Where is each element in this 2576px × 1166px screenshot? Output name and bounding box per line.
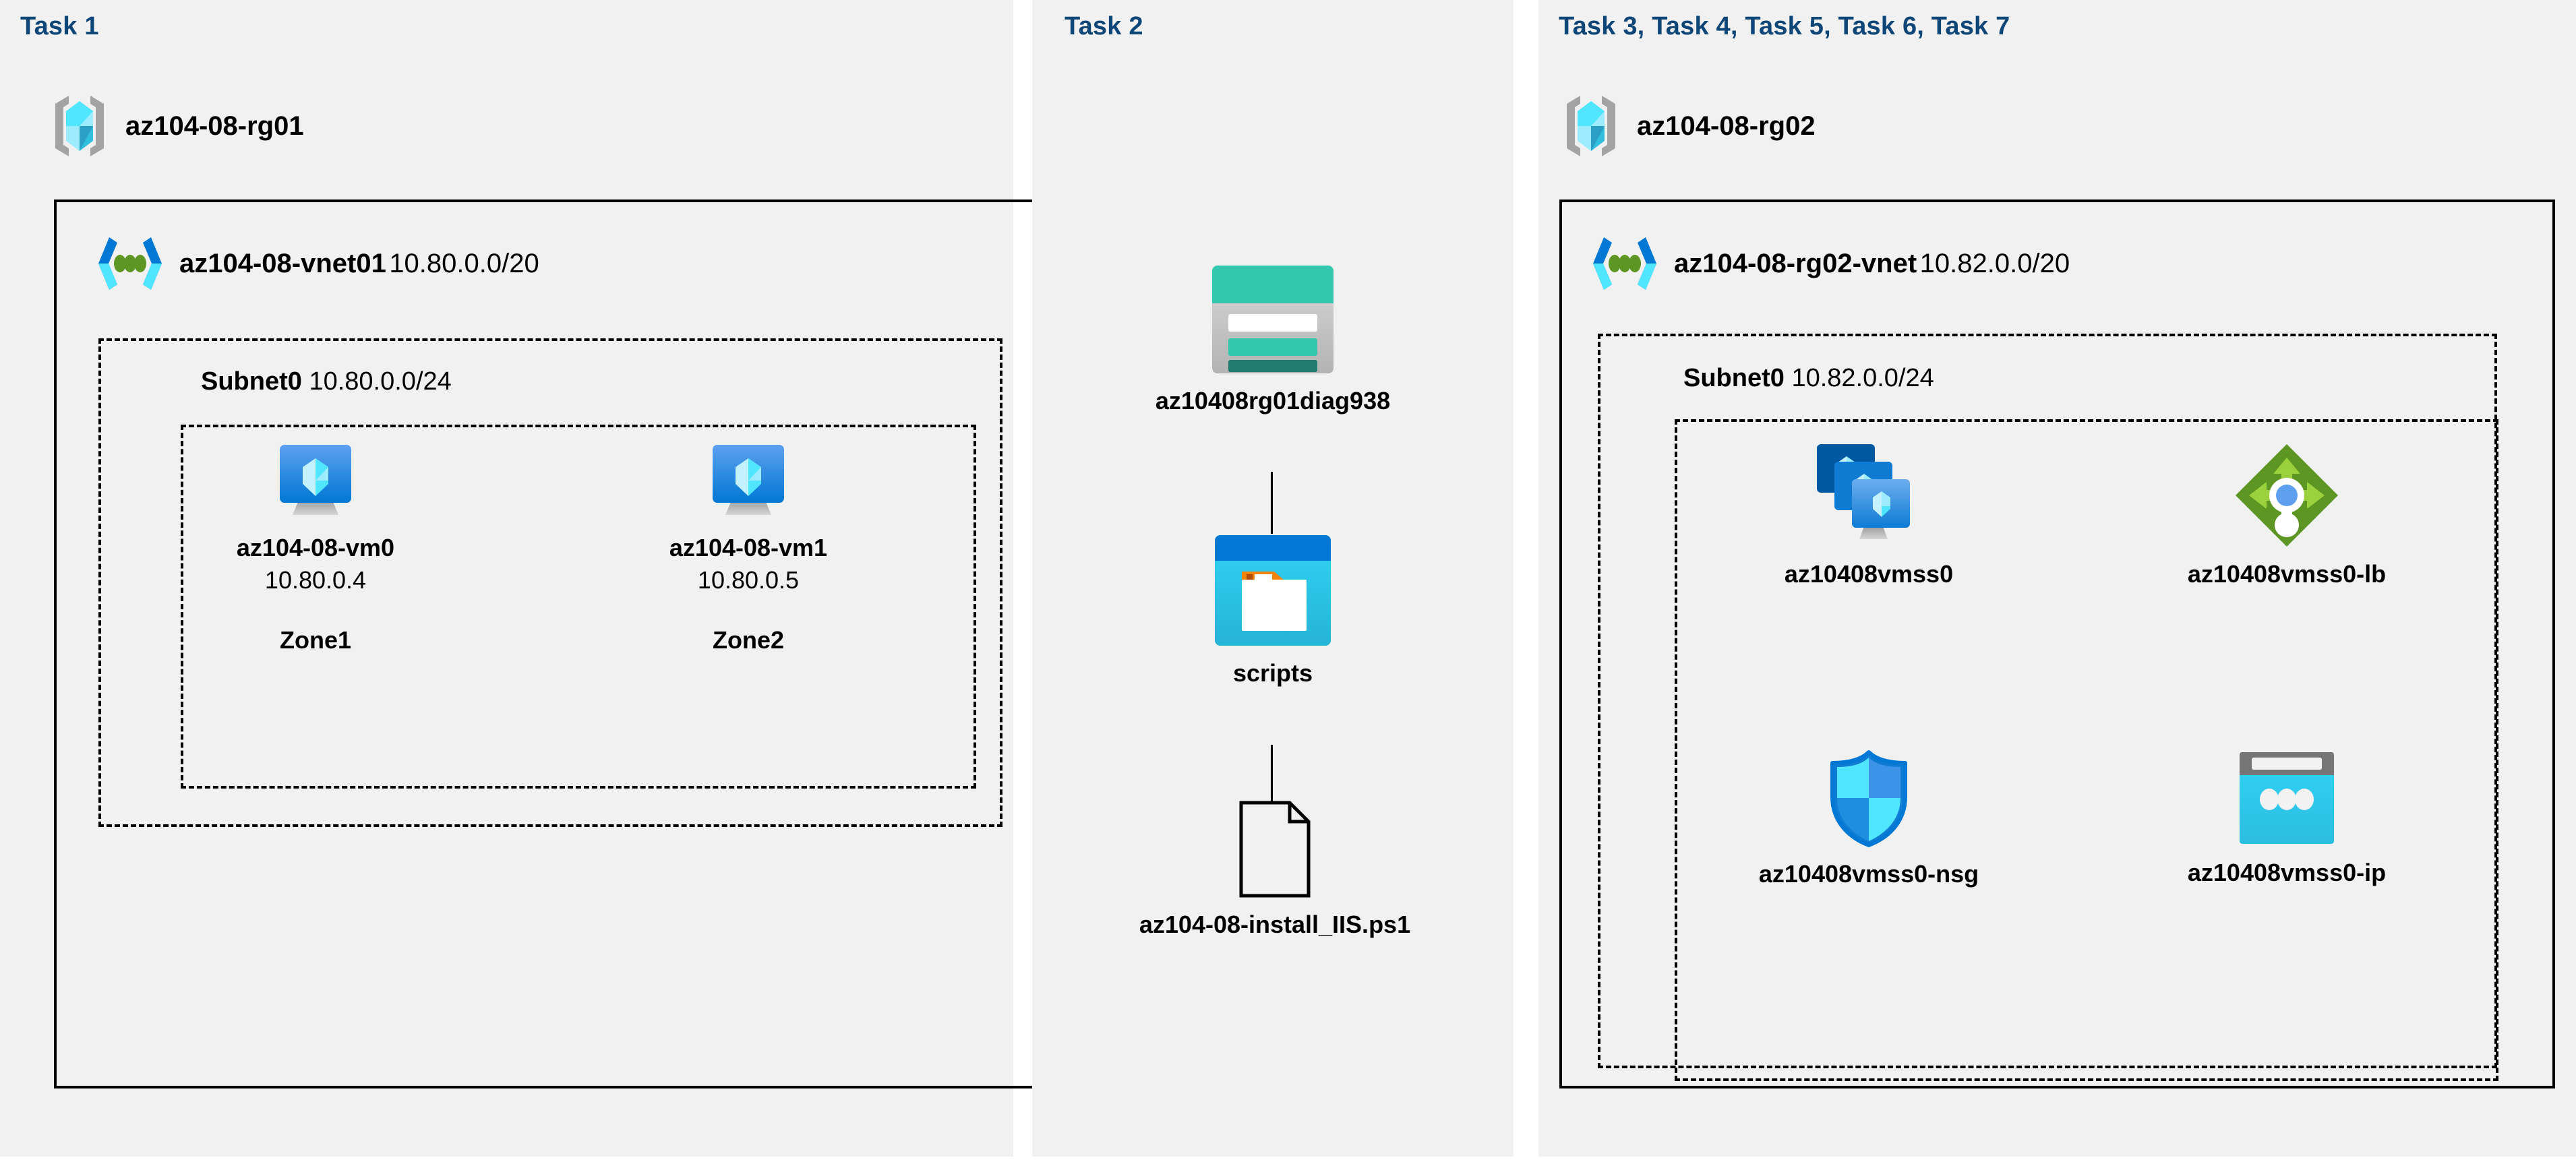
vm-name: az104-08-vm1 — [669, 534, 828, 561]
subnet-name: Subnet0 — [201, 367, 302, 396]
vnet-cidr: 10.80.0.0/20 — [389, 248, 539, 278]
task1-vm-group-box — [181, 425, 976, 789]
vm-zone: Zone2 — [712, 626, 784, 654]
vm-node-vm0[interactable]: az104-08-vm0 10.80.0.4 Zone1 — [100, 443, 531, 654]
load-balancer-icon — [2233, 441, 2341, 549]
virtual-machine-icon — [278, 443, 353, 523]
script-file-node[interactable]: az104-08-install_IIS.ps1 — [1046, 799, 1504, 939]
load-balancer-name: az10408vmss0-lb — [2187, 560, 2387, 588]
task2-label: Task 2 — [1065, 12, 1143, 40]
storage-account-icon — [1209, 263, 1336, 376]
load-balancer-node[interactable]: az10408vmss0-lb — [2105, 441, 2469, 588]
task3-7-panel: Task 3, Task 4, Task 5, Task 6, Task 7 a… — [1538, 0, 2576, 1157]
subnet0-label: Subnet0 10.80.0.0/24 — [201, 367, 452, 396]
nsg-node[interactable]: az10408vmss0-nsg — [1673, 748, 2064, 888]
vm-scale-set-icon — [1814, 441, 1923, 549]
vnet-name: az104-08-vnet01 — [179, 248, 386, 278]
public-ip-name: az10408vmss0-ip — [2187, 859, 2387, 886]
task3-7-vnet-box — [1559, 200, 2555, 1088]
blob-container-node[interactable]: scripts — [1067, 532, 1478, 687]
resource-group-name: az104-08-rg01 — [125, 111, 304, 141]
nsg-name: az10408vmss0-nsg — [1758, 860, 1979, 888]
vm-ip: 10.80.0.4 — [264, 566, 367, 594]
resource-group-icon — [1560, 93, 1622, 159]
resource-group-name: az104-08-rg02 — [1637, 111, 1816, 141]
vnet-header-rg02vnet: az104-08-rg02-vnet 10.82.0.0/20 — [1589, 235, 2070, 293]
resource-group-icon — [49, 93, 111, 159]
vnet-header-vnet01: az104-08-vnet01 10.80.0.0/20 — [94, 235, 539, 293]
connector-storage-to-container — [1271, 472, 1273, 534]
vnet-cidr: 10.82.0.0/20 — [1919, 248, 2070, 278]
virtual-network-icon — [94, 235, 166, 293]
script-file-name: az104-08-install_IIS.ps1 — [1139, 911, 1411, 938]
task2-panel: Task 2 az10408rg01diag938 — [1032, 0, 1514, 1157]
task3-7-resource-group-box — [1675, 419, 2498, 1081]
resource-group-rg02: az104-08-rg02 — [1560, 93, 1816, 159]
vm-name: az104-08-vm0 — [236, 534, 395, 561]
subnet0-label: Subnet0 10.82.0.0/24 — [1683, 364, 1934, 393]
vmss-node[interactable]: az10408vmss0 — [1707, 441, 2031, 588]
blob-container-name: scripts — [1232, 659, 1313, 687]
virtual-network-icon — [1589, 235, 1660, 293]
public-ip-address-icon — [2236, 748, 2338, 848]
vm-ip: 10.80.0.5 — [697, 566, 800, 594]
vmss-name: az10408vmss0 — [1784, 560, 1954, 588]
connector-container-to-file — [1271, 745, 1273, 804]
storage-account-node[interactable]: az10408rg01diag938 — [1067, 263, 1478, 415]
public-ip-node[interactable]: az10408vmss0-ip — [2105, 748, 2469, 887]
subnet-cidr: 10.80.0.0/24 — [309, 367, 452, 396]
task1-label: Task 1 — [20, 12, 99, 40]
virtual-machine-icon — [711, 443, 785, 523]
storage-account-name: az10408rg01diag938 — [1155, 387, 1391, 415]
task1-panel: Task 1 az104-08-rg01 — [0, 0, 1495, 1157]
task1-subnet-box — [98, 338, 1002, 827]
resource-group-rg01: az104-08-rg01 — [49, 93, 304, 159]
file-icon — [1230, 799, 1319, 900]
vm-zone: Zone1 — [279, 626, 351, 654]
subnet-cidr: 10.82.0.0/24 — [1791, 364, 1934, 392]
subnet-name: Subnet0 — [1683, 364, 1785, 392]
blob-container-icon — [1212, 532, 1334, 648]
network-security-group-icon — [1824, 748, 1913, 849]
vnet-name: az104-08-rg02-vnet — [1674, 248, 1917, 278]
task3-7-label: Task 3, Task 4, Task 5, Task 6, Task 7 — [1559, 12, 2010, 40]
vm-node-vm1[interactable]: az104-08-vm1 10.80.0.5 Zone2 — [539, 443, 957, 654]
